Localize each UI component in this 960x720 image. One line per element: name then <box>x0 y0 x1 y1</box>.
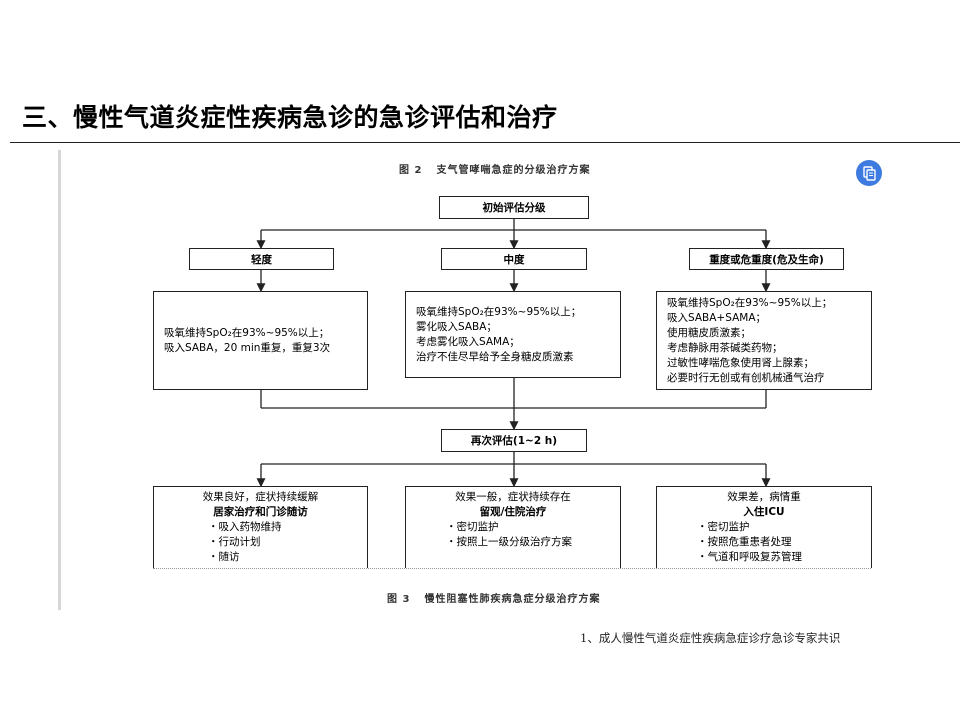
slide-title: 三、慢性气道炎症性疾病急诊的急诊评估和治疗 <box>22 103 558 132</box>
outcome-item: ・行动计划 <box>208 536 261 548</box>
outcome-good: 效果良好，症状持续缓解 居家治疗和门诊随访 ・吸入药物维持 ・行动计划 ・随访 <box>153 486 368 568</box>
treatment-line: 吸氧维持SpO₂在93%~95%以上； <box>667 296 833 309</box>
outcome-fair: 效果一般，症状持续存在 留观/住院治疗 ・密切监护 ・按照上一级分级治疗方案 <box>405 486 621 568</box>
source-footnote: 1、成人慢性气道炎症性疾病急症诊疗急诊专家共识 <box>580 631 841 645</box>
flowchart: 图 2 支气管哮喘急症的分级治疗方案 <box>61 150 882 610</box>
outcome-item: ・按照危重患者处理 <box>697 536 792 548</box>
outcome-item: ・随访 <box>208 551 240 563</box>
treatment-line: 吸入SABA，20 min重复，重复3次 <box>164 341 331 354</box>
outcome-item: ・密切监护 <box>446 521 499 533</box>
figure2-label: 图 2 <box>399 165 423 176</box>
treatment-line: 考虑静脉用茶碱类药物； <box>667 341 783 354</box>
level-severe-title: 重度或危重度(危及生命) <box>689 248 844 270</box>
reassessment-box: 再次评估(1~2 h) <box>441 429 587 452</box>
treatment-line: 吸入SABA+SAMA； <box>667 311 767 324</box>
copy-document-icon[interactable] <box>856 160 882 186</box>
outcome-plan: 留观/住院治疗 <box>479 506 547 518</box>
title-divider <box>10 142 960 143</box>
treatment-line: 吸氧维持SpO₂在93%~95%以上； <box>164 326 330 339</box>
level-moderate-title: 中度 <box>441 248 587 270</box>
outcome-poor: 效果差，病情重 入住ICU ・密切监护 ・按照危重患者处理 ・气道和呼吸复苏管理 <box>656 486 872 568</box>
treatment-line: 使用糖皮质激素； <box>667 326 751 339</box>
treatment-line: 必要时行无创或有创机械通气治疗 <box>667 371 825 384</box>
outcome-item: ・密切监护 <box>697 521 750 533</box>
figure2-title: 支气管哮喘急症的分级治疗方案 <box>436 165 591 176</box>
treatment-line: 治疗不佳尽早给予全身糖皮质激素 <box>416 350 574 363</box>
treatment-line: 雾化吸入SABA； <box>416 320 497 333</box>
figure3-caption: 图 3 慢性阻塞性肺疾病急症分级治疗方案 <box>387 590 600 605</box>
outcome-item: ・气道和呼吸复苏管理 <box>697 551 802 563</box>
outcome-item: ・吸入药物维持 <box>208 521 282 533</box>
crop-edge <box>153 568 871 569</box>
figure3-title: 慢性阻塞性肺疾病急症分级治疗方案 <box>424 594 601 605</box>
outcome-status: 效果一般，症状持续存在 <box>455 491 571 503</box>
outcome-plan: 居家治疗和门诊随访 <box>213 506 308 518</box>
outcome-status: 效果良好，症状持续缓解 <box>202 491 319 503</box>
treatment-line: 过敏性哮喘危象使用肾上腺素； <box>667 356 814 369</box>
outcome-item: ・按照上一级分级治疗方案 <box>446 536 572 548</box>
level-mild-title: 轻度 <box>189 248 334 270</box>
level-severe-treatment: 吸氧维持SpO₂在93%~95%以上； 吸入SABA+SAMA； 使用糖皮质激素… <box>656 291 872 390</box>
figure-panel: 图 2 支气管哮喘急症的分级治疗方案 <box>58 150 882 610</box>
outcome-plan: 入住ICU <box>743 506 785 518</box>
figure2-caption: 图 2 支气管哮喘急症的分级治疗方案 <box>399 161 590 176</box>
outcome-status: 效果差，病情重 <box>727 491 801 503</box>
initial-assessment-box: 初始评估分级 <box>439 196 589 219</box>
flow-connectors <box>256 219 771 488</box>
level-mild-treatment: 吸氧维持SpO₂在93%~95%以上； 吸入SABA，20 min重复，重复3次 <box>153 291 368 390</box>
figure3-label: 图 3 <box>387 594 411 605</box>
treatment-line: 吸氧维持SpO₂在93%~95%以上； <box>416 305 582 318</box>
treatment-line: 考虑雾化吸入SAMA； <box>416 335 520 348</box>
level-moderate-treatment: 吸氧维持SpO₂在93%~95%以上； 雾化吸入SABA； 考虑雾化吸入SAMA… <box>405 291 621 378</box>
